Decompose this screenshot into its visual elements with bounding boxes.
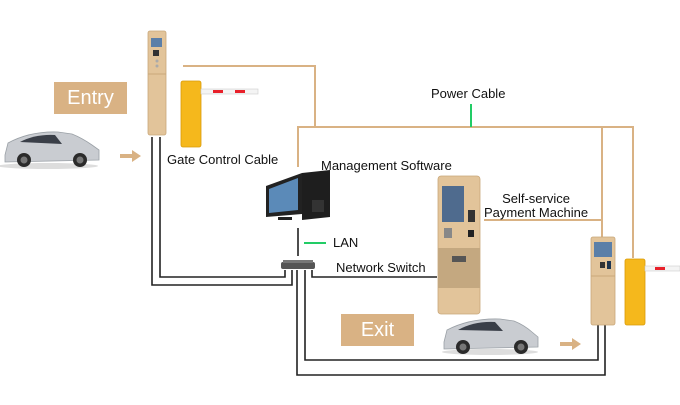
gate-control-cables <box>151 137 606 376</box>
network-switch-label: Network Switch <box>336 260 426 275</box>
cable-entry-2 <box>159 137 286 278</box>
exit-label: Exit <box>360 318 395 341</box>
power-cable-main <box>297 126 634 258</box>
payment-machine-icon <box>437 175 481 315</box>
exit-car-icon <box>442 318 539 355</box>
payment-machine-label-line2: Payment Machine <box>484 204 589 220</box>
cable-exit-2 <box>304 270 599 361</box>
cable-payment <box>311 270 437 278</box>
entry-terminal-icon <box>147 30 167 136</box>
power-cable-entry-barrier <box>183 65 316 127</box>
exit-terminal-icon <box>590 236 616 326</box>
power-cable-label: Power Cable <box>431 86 506 101</box>
cable-exit-1 <box>296 270 606 376</box>
entry-label: Entry <box>67 86 114 109</box>
entry-car-icon <box>0 131 100 169</box>
exit-barrier-icon <box>624 258 680 326</box>
cable-entry-1 <box>151 137 293 286</box>
gate-control-cable-label: Gate Control Cable <box>167 152 279 167</box>
power-cables <box>183 65 634 258</box>
entry-barrier-icon <box>180 80 259 148</box>
exit-arrow-icon <box>560 338 581 350</box>
exit-tag: Exit <box>341 314 414 346</box>
lan-label: LAN <box>333 235 359 250</box>
network-switch-icon <box>281 260 315 269</box>
computer-icon <box>266 170 330 220</box>
entry-arrow-icon <box>120 150 141 162</box>
entry-tag: Entry <box>54 82 127 114</box>
payment-machine-label: Self-service Payment Machine <box>484 192 588 219</box>
payment-machine-label-line1: Self-service <box>502 191 570 206</box>
management-software-label: Management Software <box>321 158 452 173</box>
